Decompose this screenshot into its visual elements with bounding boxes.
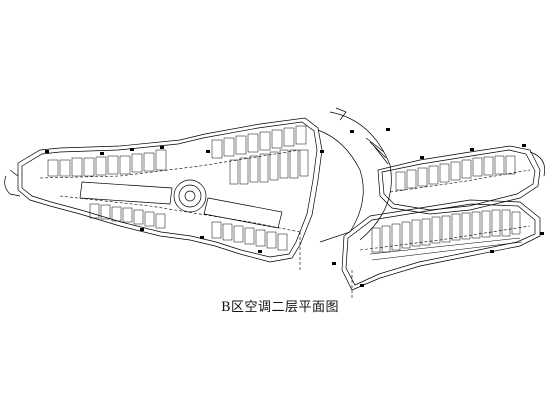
west-wing xyxy=(4,117,323,263)
equipment-symbols xyxy=(45,128,544,287)
plaza xyxy=(317,107,392,243)
east-wing-rooms xyxy=(369,155,523,261)
drawing-title: B区空调二层平面图 xyxy=(220,300,340,315)
central-corridor xyxy=(79,181,283,229)
east-wing xyxy=(341,145,546,291)
duct-lines xyxy=(39,149,531,298)
west-wing-rooms xyxy=(47,125,309,251)
rotunda xyxy=(173,179,207,213)
